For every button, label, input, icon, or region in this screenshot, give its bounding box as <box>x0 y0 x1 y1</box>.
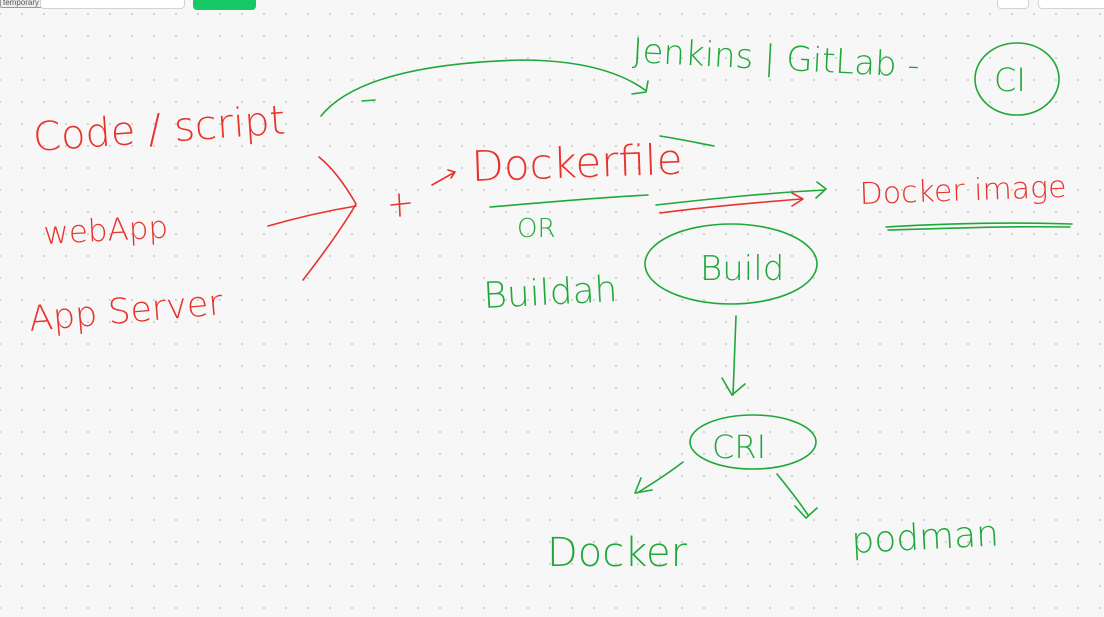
note-code-script: Code / script <box>31 97 286 161</box>
grouping-line <box>267 205 357 227</box>
arc-to-ci <box>320 59 649 117</box>
arrow-to-image <box>659 192 804 214</box>
or-divider <box>489 194 649 208</box>
cri-circle <box>689 414 817 470</box>
document-title-field[interactable] <box>40 0 185 9</box>
note-build: Build <box>700 249 784 289</box>
note-webapp: webApp <box>43 210 169 252</box>
build-circle <box>644 223 818 305</box>
dash-mark <box>659 135 715 147</box>
image-underline <box>885 222 1073 231</box>
arrow-cri-to-podman <box>776 473 818 519</box>
arrow-cri-to-docker <box>634 461 684 494</box>
note-docker-image: Docker image <box>859 170 1067 212</box>
note-docker: Docker <box>547 530 688 576</box>
note-or: OR <box>517 214 556 244</box>
library-button[interactable] <box>997 0 1029 9</box>
note-dockerfile: Dockerfile <box>471 135 684 191</box>
plus-sign <box>390 193 411 217</box>
help-button[interactable] <box>1038 0 1104 9</box>
share-button[interactable] <box>193 0 256 10</box>
note-cri: CRI <box>712 428 766 466</box>
ci-circle <box>974 42 1060 116</box>
arrow-to-image-green <box>655 181 827 206</box>
note-jenkins-gitlab: Jenkins | GitLab - <box>632 31 921 86</box>
note-app-server: App Server <box>27 283 225 340</box>
note-buildah: Buildah <box>482 269 618 317</box>
temporary-tag: temporary <box>0 0 43 8</box>
note-podman: podman <box>850 513 1000 562</box>
arrow-build-to-cri <box>721 315 746 396</box>
arc-tick <box>361 99 376 102</box>
short-arrow <box>431 169 456 186</box>
note-ci: CI <box>994 61 1026 99</box>
grouping-chevron <box>302 156 357 281</box>
